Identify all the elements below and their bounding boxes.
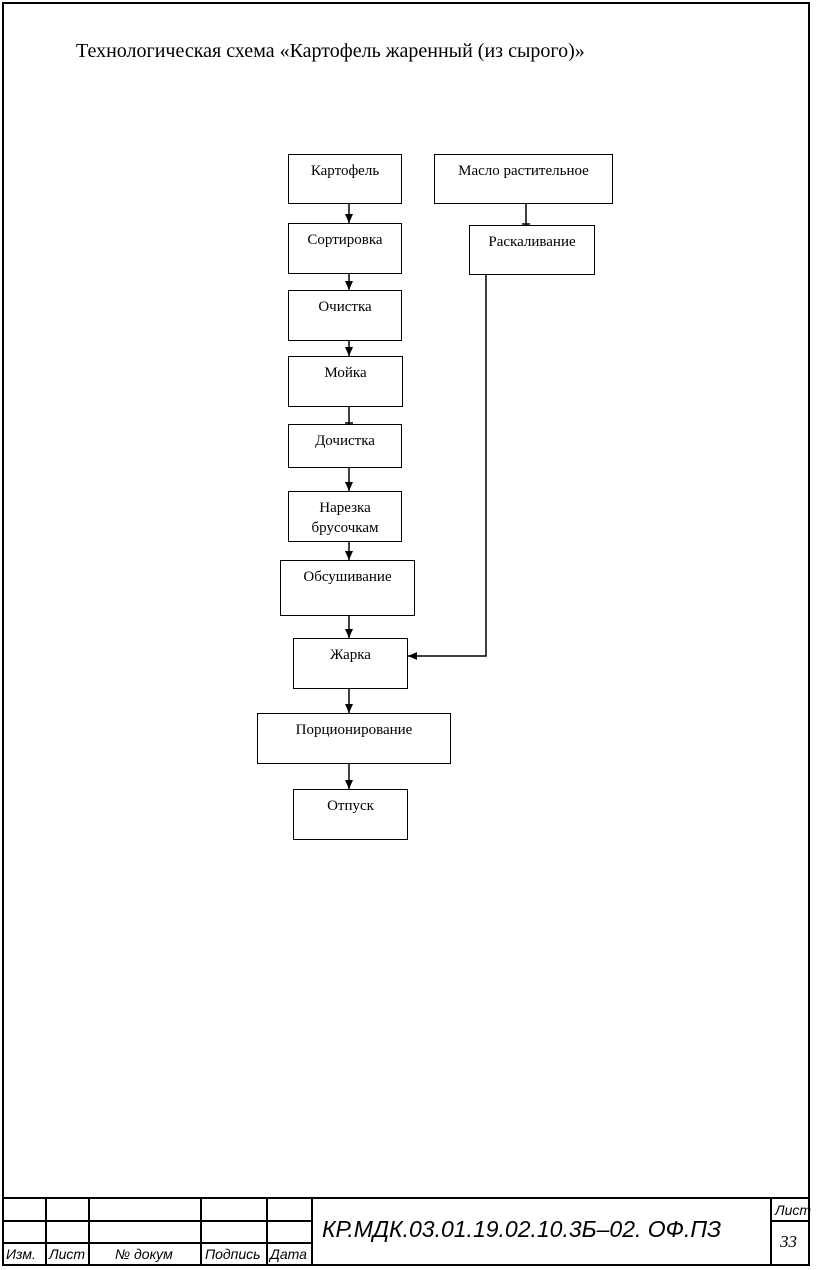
arrow-heating-frying xyxy=(408,275,487,660)
node-peeling: Очистка xyxy=(288,290,402,341)
stamp-dokum-label: № докум xyxy=(115,1246,173,1262)
stamp-data-label: Дата xyxy=(270,1246,307,1262)
node-heating: Раскаливание xyxy=(469,225,595,275)
node-portioning: Порционирование xyxy=(257,713,451,764)
stamp-list-label: Лист xyxy=(49,1246,86,1262)
node-washing: Мойка xyxy=(288,356,403,407)
node-oil: Масло растительное xyxy=(434,154,613,204)
node-potato: Картофель xyxy=(288,154,402,204)
node-serving: Отпуск xyxy=(293,789,408,840)
node-repeeling: Дочистка xyxy=(288,424,402,468)
node-drying: Обсушивание xyxy=(280,560,415,616)
node-sorting: Сортировка xyxy=(288,223,402,274)
diagram-title: Технологическая схема «Картофель жаренны… xyxy=(76,40,585,62)
sheet-number: 33 xyxy=(780,1232,797,1251)
stamp-podpis-label: Подпись xyxy=(205,1246,261,1262)
node-cutting: Нарезка брусочкам xyxy=(288,491,402,542)
document-code: КР.МДК.03.01.19.02.10.3Б–02. ОФ.ПЗ xyxy=(322,1216,722,1242)
node-frying: Жарка xyxy=(293,638,408,689)
sheet-label: Лист xyxy=(775,1202,812,1218)
stamp-izm-label: Изм. xyxy=(6,1246,36,1262)
